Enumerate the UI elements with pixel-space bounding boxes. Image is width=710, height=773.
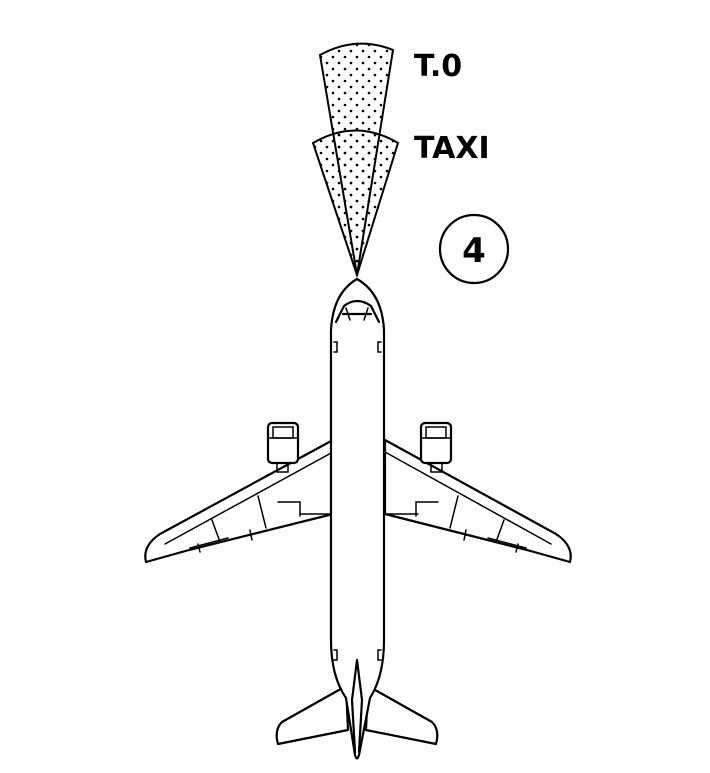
left-wing — [144, 438, 335, 564]
vertical-fin — [350, 658, 364, 754]
right-stabilizer — [364, 684, 439, 746]
callout-4: 4 — [438, 213, 510, 285]
aircraft — [144, 277, 572, 760]
fuselage — [329, 277, 386, 760]
takeoff-label: T.0 — [414, 49, 462, 84]
right-wing — [383, 438, 572, 564]
left-stabilizer — [275, 684, 350, 746]
left-engine — [266, 421, 300, 473]
right-engine — [419, 421, 453, 473]
callout-number: 4 — [462, 231, 486, 271]
taxi-label: TAXI — [414, 131, 490, 166]
taxi-light-beam — [311, 129, 400, 279]
